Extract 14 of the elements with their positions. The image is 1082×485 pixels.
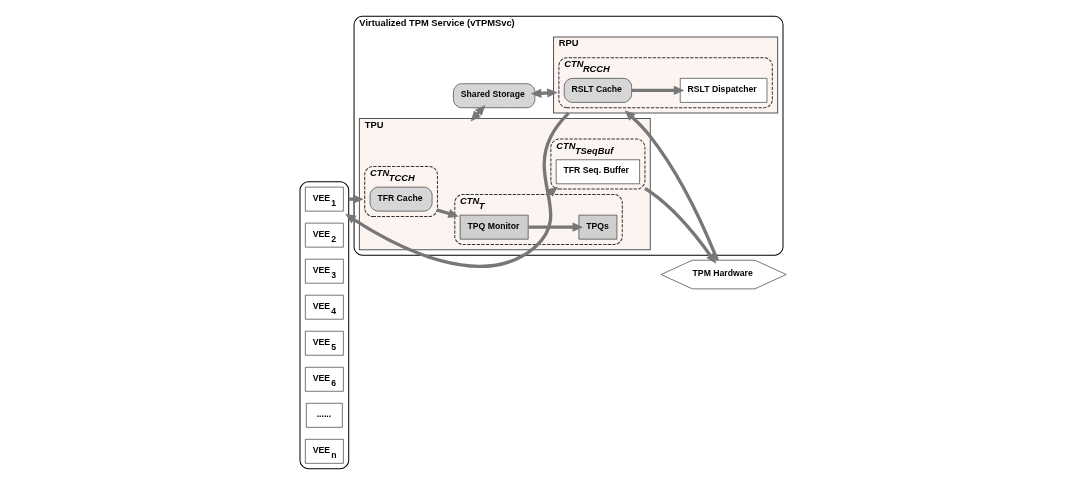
node-box: RSLT Dispatcher bbox=[679, 78, 767, 103]
cluster bbox=[299, 181, 349, 470]
node-box: Shared Storage bbox=[452, 83, 535, 109]
arrow bbox=[631, 85, 684, 95]
node-box: RSLT Cache bbox=[563, 78, 632, 103]
node-box: TFR Seq. Buffer bbox=[555, 159, 640, 185]
node-box: TFR Cache bbox=[369, 186, 432, 212]
node-box: ...... bbox=[305, 402, 343, 428]
node-box: TPQs bbox=[578, 214, 617, 240]
arrow bbox=[527, 222, 583, 232]
node-box: TPQ Monitor bbox=[459, 214, 529, 240]
arrow bbox=[470, 104, 485, 122]
arrow bbox=[624, 110, 719, 261]
arrow bbox=[643, 186, 716, 264]
